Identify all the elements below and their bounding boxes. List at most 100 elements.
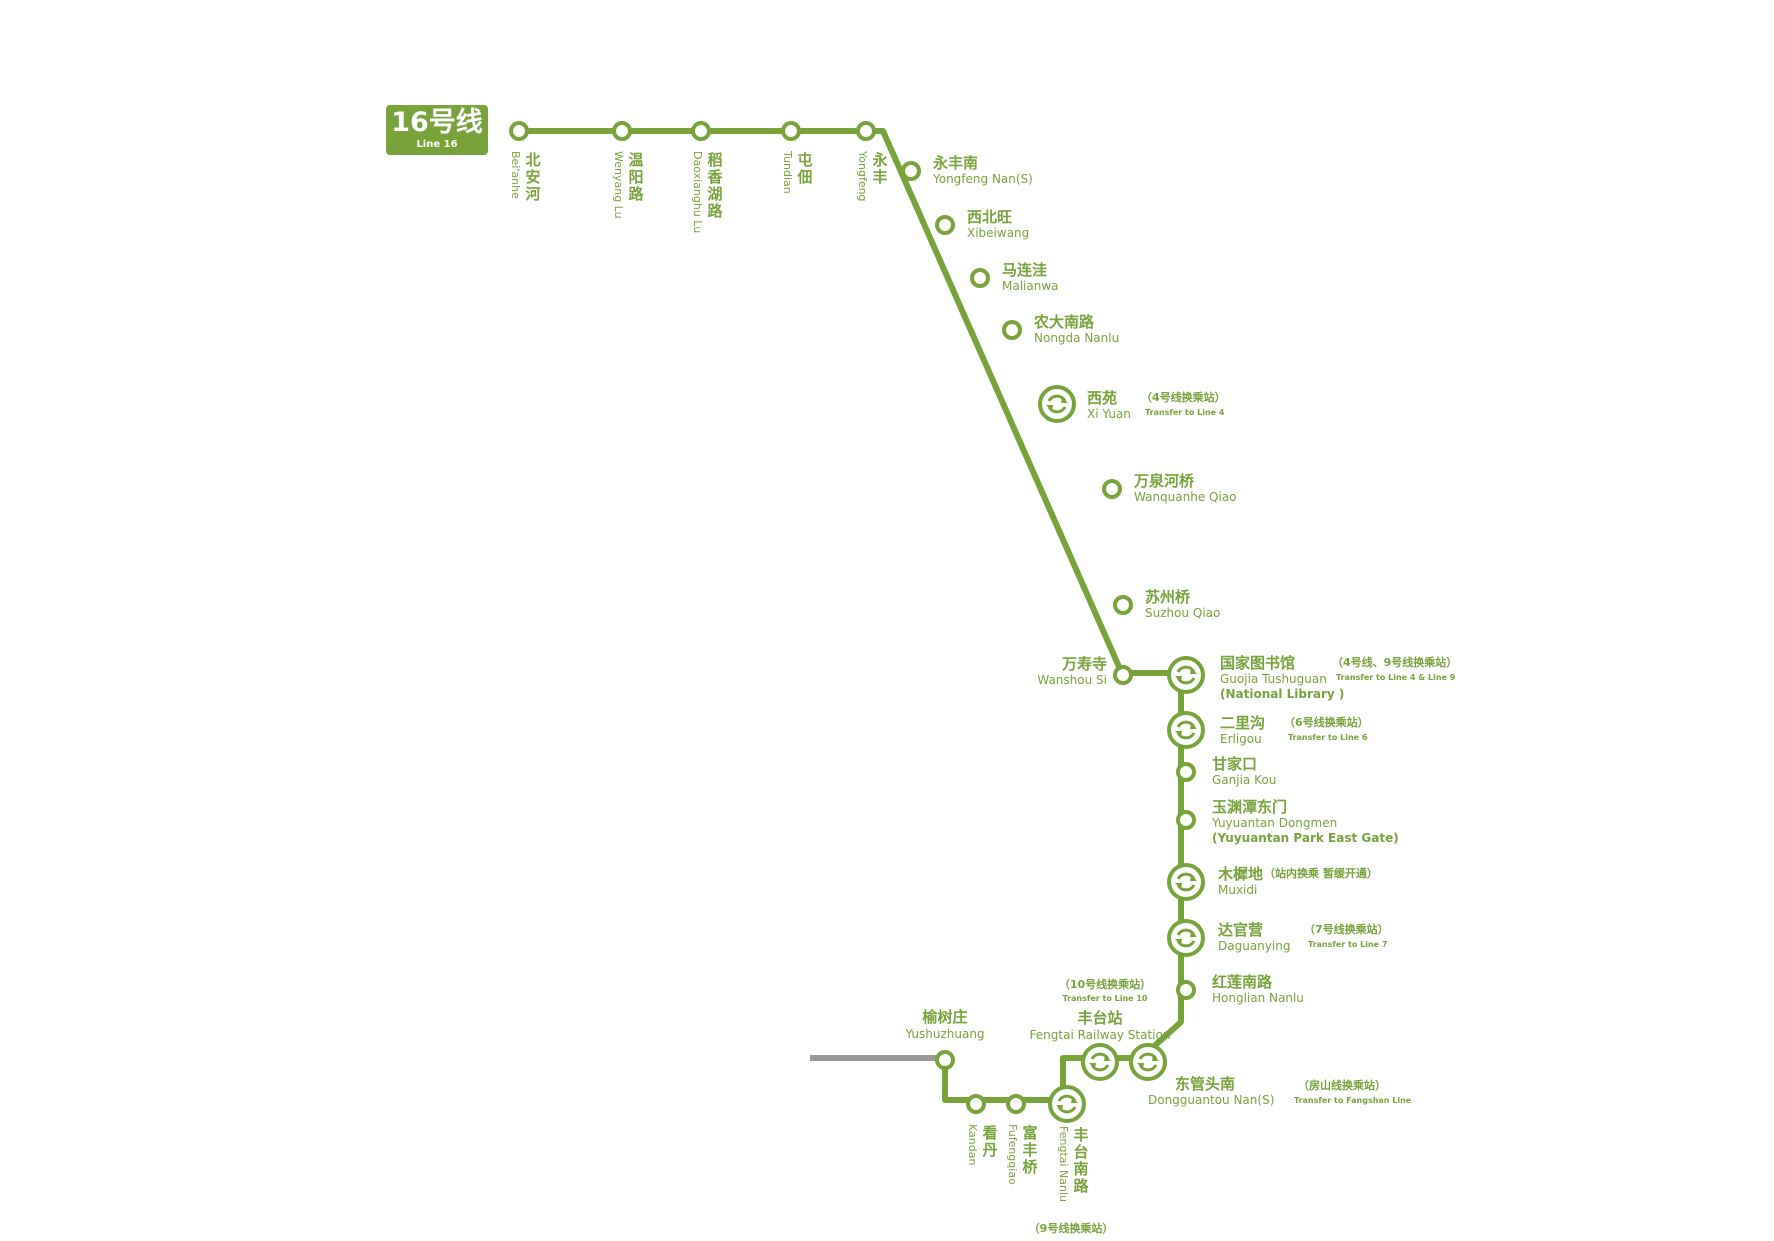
station-name-en-alt: (Yuyuantan Park East Gate): [1212, 831, 1399, 845]
station-name-cn: 路: [1073, 1177, 1089, 1195]
station-name-cn: 路: [628, 185, 644, 203]
line-name-en: Line 16: [416, 139, 458, 150]
station-name-cn: 苏州桥: [1145, 588, 1191, 606]
station-marker[interactable]: [691, 121, 711, 141]
arrowhead-icon: [1175, 883, 1182, 889]
transfer-station-marker[interactable]: [1081, 1043, 1119, 1081]
station-name-cn: 富: [1022, 1124, 1037, 1142]
station-name-cn: 榆树庄: [922, 1008, 967, 1026]
station-name-cn: 湖: [707, 185, 722, 203]
transfer-station-marker[interactable]: [1129, 1043, 1167, 1081]
station-name-en: Fengtai Nanlu: [1057, 1126, 1070, 1202]
station-name-cn: 安: [525, 168, 540, 186]
station-name-en: Nongda Nanlu: [1034, 331, 1119, 345]
station-name-en: Yushuzhuang: [904, 1027, 984, 1041]
arrowhead-icon: [1175, 939, 1182, 945]
station-marker[interactable]: [966, 1094, 986, 1114]
station-name-en: Wanquanhe Qiao: [1134, 490, 1237, 504]
station-name-en: Ganjia Kou: [1212, 773, 1276, 787]
arrowhead-icon: [1071, 1097, 1078, 1103]
station-marker[interactable]: [1113, 595, 1133, 615]
arrowhead-icon: [1190, 668, 1197, 674]
station-name-en: Daoxianghu Lu: [691, 151, 704, 233]
station-name-cn: 农大南路: [1033, 313, 1095, 331]
station-name-en: Wanshou Si: [1037, 673, 1107, 687]
station-name-en: Wenyang Lu: [612, 151, 625, 219]
station-name-cn: 阳: [628, 168, 643, 186]
station-marker[interactable]: [856, 121, 876, 141]
station-name-en: Malianwa: [1002, 279, 1059, 293]
arrowhead-icon: [1056, 1105, 1063, 1111]
station-name-en: Yongfeng: [856, 150, 869, 202]
station-name-cn: 东管头南: [1175, 1075, 1235, 1093]
station-name-cn: 永: [871, 151, 888, 169]
station-name-cn: 达官营: [1218, 921, 1263, 939]
station-marker[interactable]: [935, 1050, 955, 1070]
arrowhead-icon: [1190, 723, 1197, 729]
arrowhead-icon: [1137, 1063, 1144, 1069]
arrowhead-icon: [1104, 1055, 1111, 1061]
station-name-cn: 丰: [1073, 1126, 1088, 1144]
transfer-note-en: Transfer to Line 10: [1063, 994, 1148, 1003]
station-name-en: Guojia Tushuguan: [1220, 672, 1327, 686]
station-name-en: Yuyuantan Dongmen: [1211, 816, 1337, 830]
station-marker[interactable]: [970, 268, 990, 288]
line-16-route: [514, 128, 1184, 1103]
station-marker[interactable]: [612, 121, 632, 141]
arrowhead-icon: [1190, 931, 1197, 937]
station-name-cn: 丰: [1022, 1141, 1037, 1159]
station-name-en: Yongfeng Nan(S): [932, 172, 1033, 186]
station-name-en: Honglian Nanlu: [1212, 991, 1304, 1005]
station-marker[interactable]: [1176, 810, 1196, 830]
station-name-en: Tundian: [781, 150, 794, 194]
transfer-note-cn: （7号线换乘站）: [1304, 922, 1389, 936]
station-name-cn: 屯: [797, 151, 812, 169]
station-name-en: Xi Yuan: [1087, 407, 1131, 421]
station-marker[interactable]: [1006, 1094, 1026, 1114]
transfer-note-en: Transfer to Fangshan Line: [1294, 1096, 1412, 1105]
station-name-cn: 万泉河桥: [1133, 472, 1195, 490]
station-name-en: Dongguantou Nan(S): [1148, 1093, 1274, 1107]
station-marker[interactable]: [1102, 479, 1122, 499]
station-name-cn: 西北旺: [967, 208, 1012, 226]
arrowhead-icon: [1190, 875, 1197, 881]
station-marker[interactable]: [1176, 980, 1196, 1000]
transfer-station-marker[interactable]: [1167, 711, 1205, 749]
station-name-en: Bei'anhe: [509, 151, 522, 199]
station-marker[interactable]: [1113, 665, 1133, 685]
station-name-cn: 国家图书馆: [1220, 654, 1295, 672]
transfer-note-cn: （6号线换乘站）: [1284, 715, 1369, 729]
line-name-cn: 16号线: [391, 107, 483, 138]
transfer-station-marker[interactable]: [1038, 385, 1076, 423]
station-name-cn: 永丰南: [932, 154, 978, 172]
station-marker[interactable]: [901, 161, 921, 181]
station-name-cn: 南: [1073, 1160, 1088, 1178]
station-name-cn: 万寿寺: [1061, 655, 1107, 673]
transfer-station-marker[interactable]: [1167, 863, 1205, 901]
transfer-note-cn: （4号线、9号线换乘站）: [1332, 655, 1457, 669]
station-name-cn: 佃: [796, 168, 812, 186]
transfer-note-en: Transfer to Line 4 & Line 9: [1336, 673, 1456, 682]
arrowhead-icon: [1152, 1055, 1159, 1061]
station-name-en-alt: (National Library ): [1220, 687, 1344, 701]
station-name-en: Daguanying: [1218, 939, 1290, 953]
arrowhead-icon: [1175, 676, 1182, 682]
transfer-note-en: Transfer to Line 7: [1308, 940, 1387, 949]
station-marker[interactable]: [1176, 762, 1196, 782]
transfer-note-en: Transfer to Line 6: [1288, 733, 1368, 742]
station-name-cn: 丹: [982, 1141, 997, 1159]
station-marker[interactable]: [509, 121, 529, 141]
arrowhead-icon: [1089, 1063, 1096, 1069]
station-marker[interactable]: [781, 121, 801, 141]
transfer-note-cn: （10号线换乘站）: [1059, 977, 1151, 991]
station-marker[interactable]: [935, 215, 955, 235]
transfer-station-marker[interactable]: [1167, 919, 1205, 957]
arrowhead-icon: [1175, 731, 1182, 737]
station-name-cn: 北: [525, 151, 540, 169]
station-marker[interactable]: [1002, 320, 1022, 340]
arrowhead-icon: [1046, 405, 1053, 411]
station-name-cn: 丰: [872, 168, 887, 186]
transfer-station-marker[interactable]: [1167, 656, 1205, 694]
transfer-station-marker[interactable]: [1048, 1085, 1086, 1123]
